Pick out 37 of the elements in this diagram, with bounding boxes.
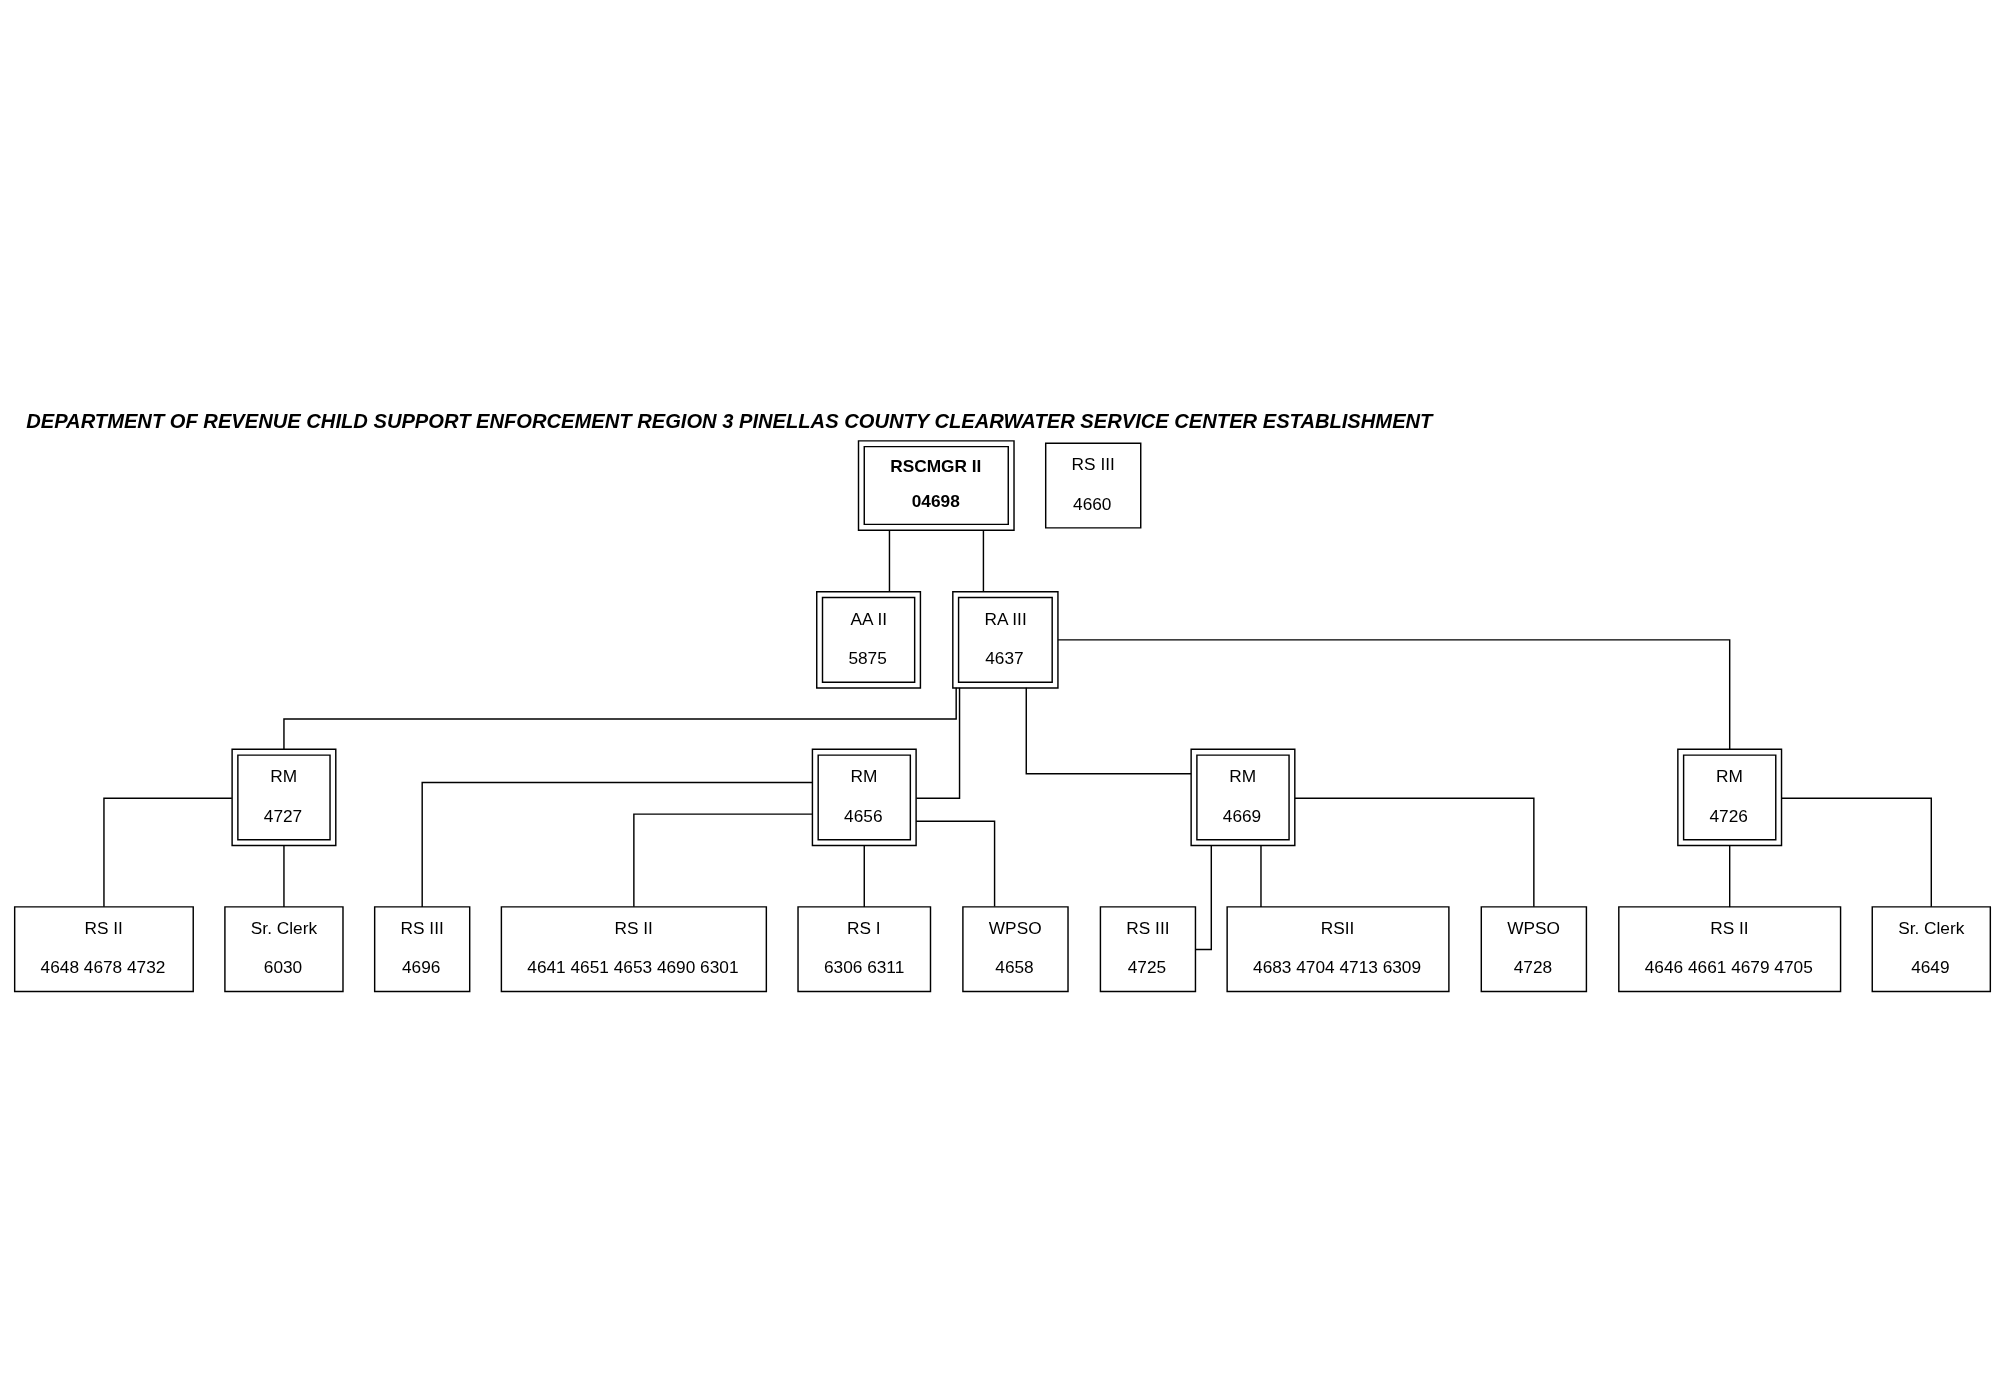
node-box: WPSO 4728 [1480, 906, 1588, 993]
node-box: RS II 4641 4651 4653 4690 6301 [500, 906, 768, 993]
node-box: RM 4726 [1677, 748, 1783, 847]
connector [1294, 797, 1535, 908]
connector [421, 781, 813, 908]
connector [1780, 797, 1932, 908]
connector [103, 797, 233, 908]
connector [633, 813, 813, 908]
node-box: RM 4669 [1190, 748, 1296, 847]
connector [863, 844, 865, 908]
node-box: Sr. Clerk 6030 [224, 906, 344, 993]
node-box: RA III 4637 [952, 591, 1059, 689]
connector [1728, 844, 1731, 908]
connector [915, 820, 996, 908]
node-box: RS III 4660 [1045, 442, 1142, 529]
node-box: WPSO 4658 [962, 906, 1069, 993]
node-box: RS III 4725 [1099, 906, 1197, 993]
connector [1025, 687, 1192, 775]
connector [283, 844, 285, 908]
node-box: AA II 5875 [816, 591, 922, 689]
node-box: RSCMGR II 04698 [857, 440, 1015, 531]
connector [888, 529, 891, 593]
connector [1195, 844, 1212, 951]
node-box: RS I 6306 6311 [797, 906, 932, 993]
diagram-title: DEPARTMENT OF REVENUE CHILD SUPPORT ENFORCEMENT REGION 3 PINELLAS COUNTY CLEARWATER SERVICE CENTER ESTABLISHMENT [26, 410, 1433, 433]
connector [1057, 639, 1731, 750]
node-box: RM 4727 [231, 748, 337, 847]
node-box: RS II 4646 4661 4679 4705 [1618, 906, 1842, 993]
connector [1260, 844, 1262, 908]
node-box: RSII 4683 4704 4713 6309 [1226, 906, 1450, 993]
connector [915, 687, 961, 799]
connector [283, 687, 957, 751]
node-box: Sr. Clerk 4649 [1871, 906, 1992, 993]
node-box: RM 4656 [811, 748, 917, 847]
node-box: RS III 4696 [373, 906, 471, 993]
node-box: RS II 4648 4678 4732 [13, 906, 194, 993]
connector [982, 529, 985, 593]
